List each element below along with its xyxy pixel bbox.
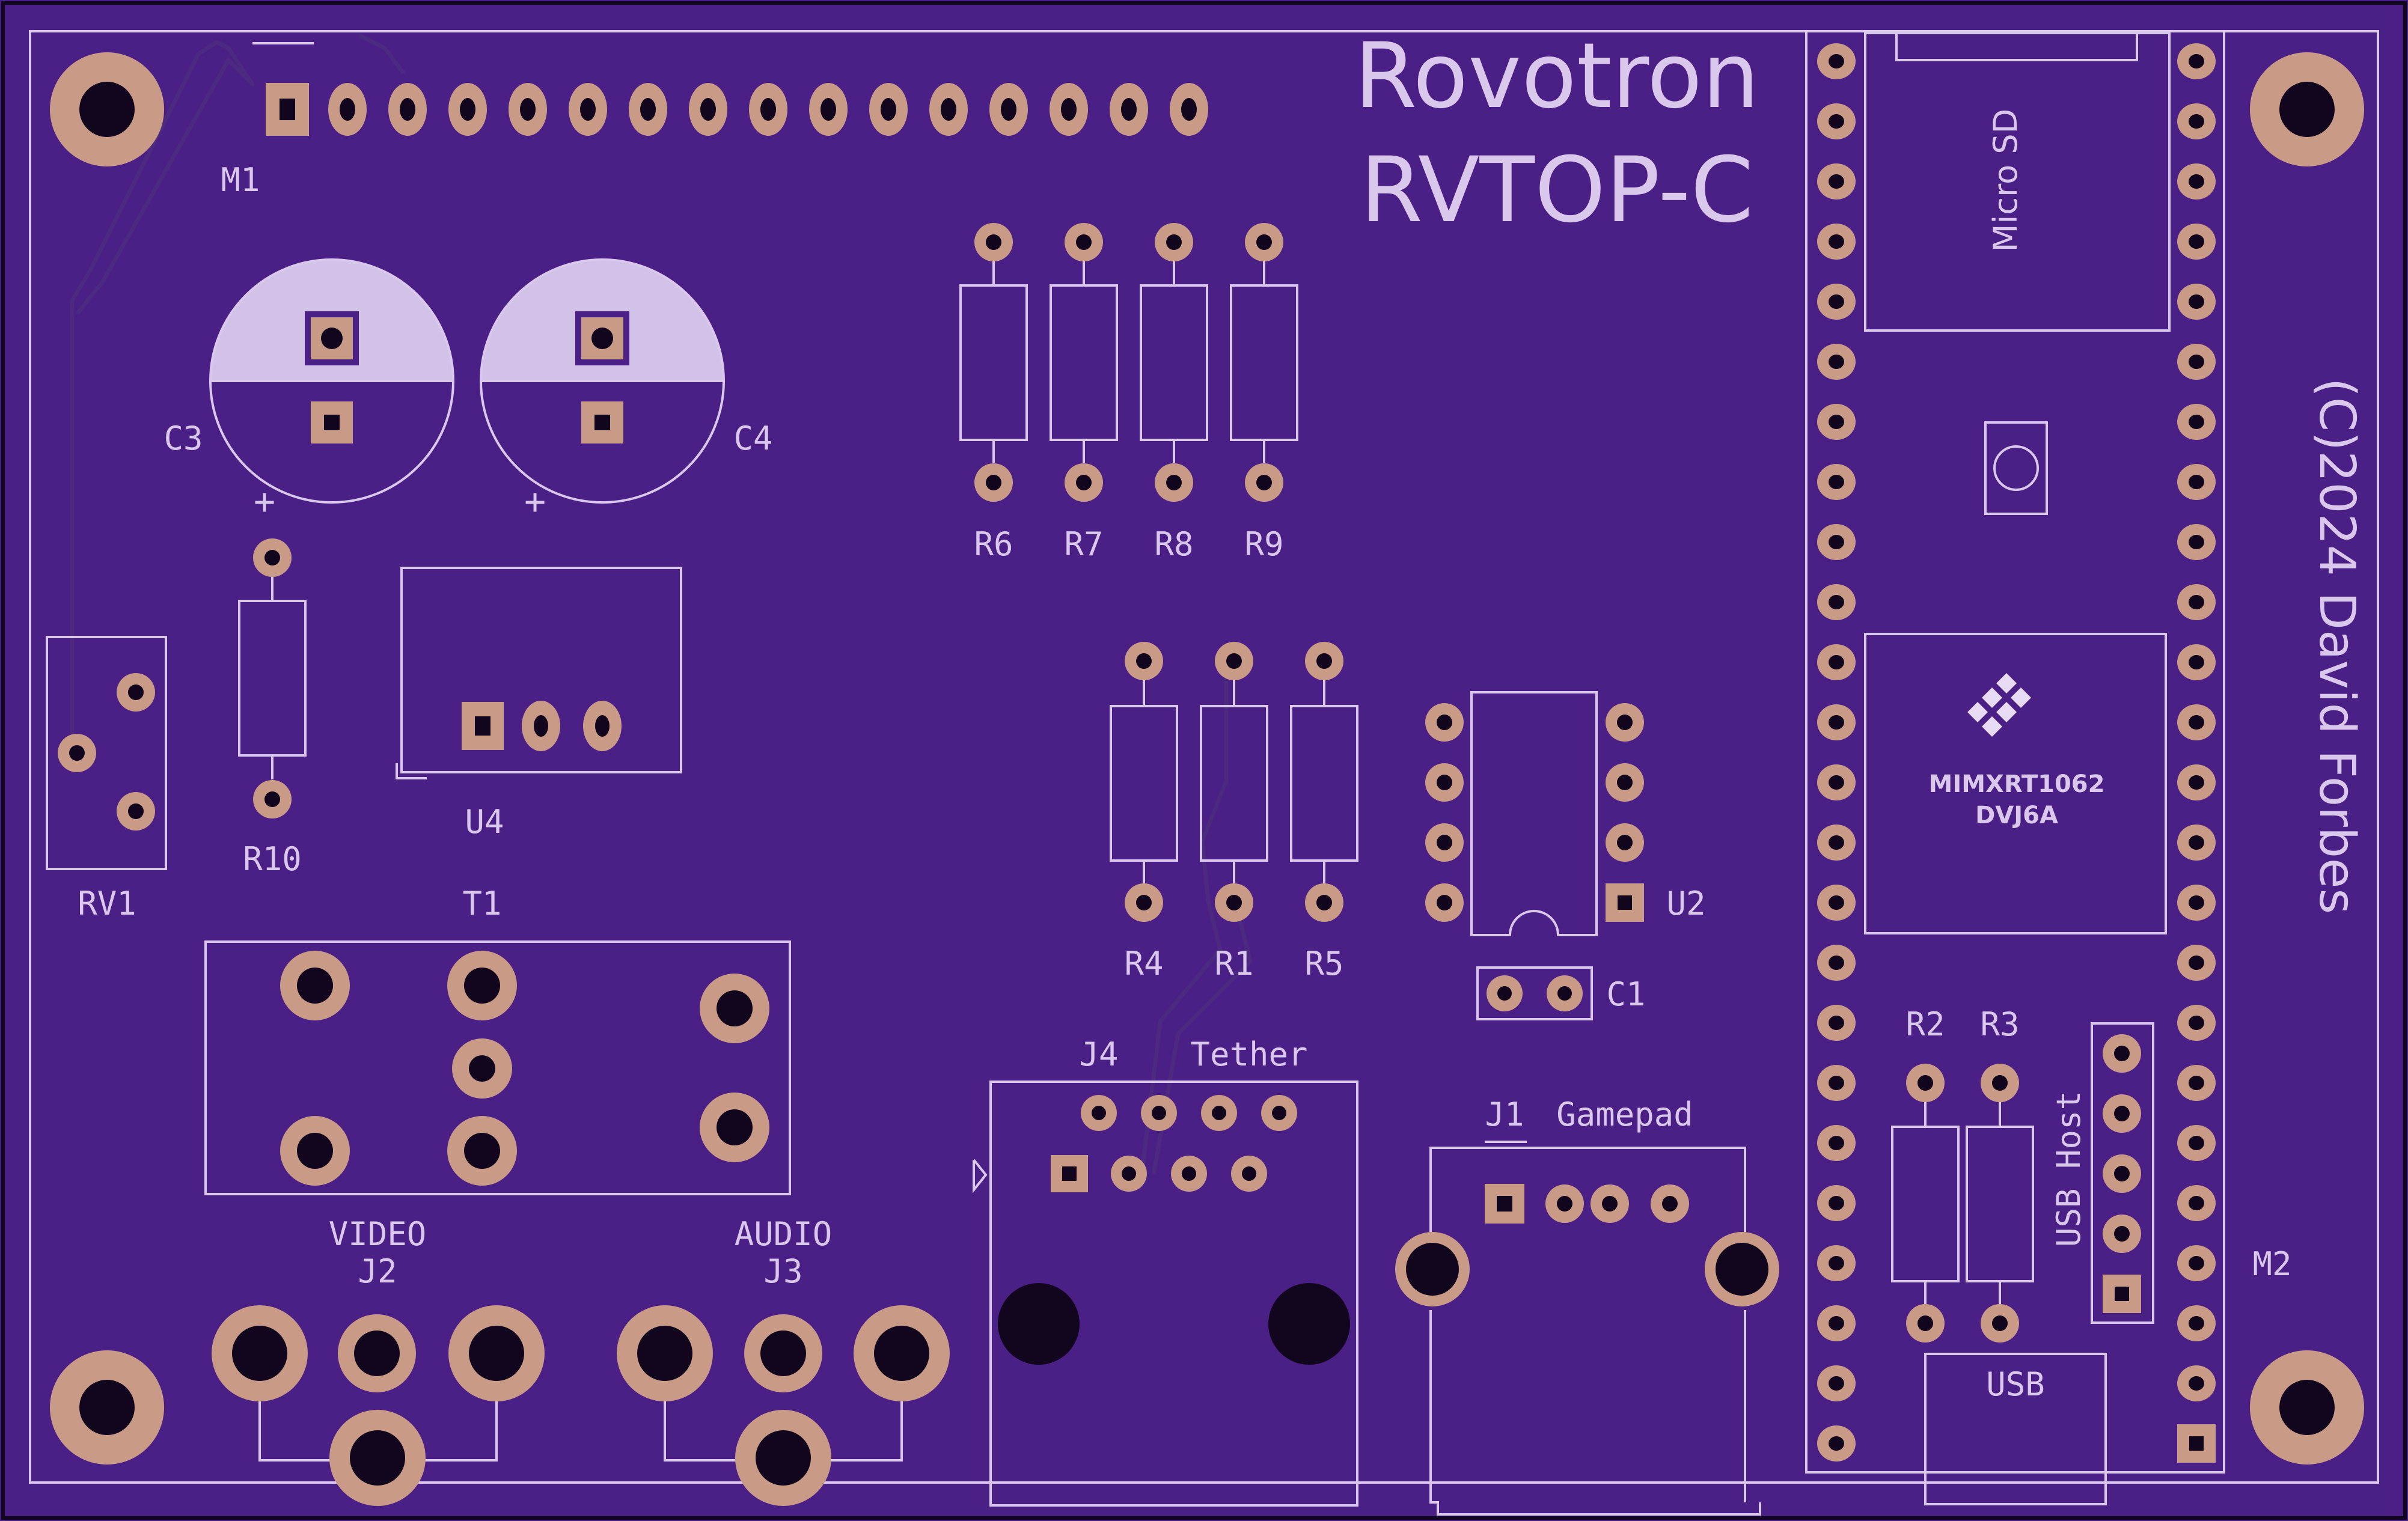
connector-j4-tether: J4 Tether xyxy=(973,1035,1358,1507)
r6-label: R6 xyxy=(974,525,1013,563)
capacitor-c1: C1 xyxy=(1476,966,1646,1020)
c4-plus-mark: + xyxy=(524,481,546,523)
usb-host-label: USB Host xyxy=(2050,1091,2088,1247)
j3-name: AUDIO xyxy=(735,1215,833,1253)
rv1-label: RV1 xyxy=(78,885,136,922)
connector-j2-video: VIDEO J2 xyxy=(212,1215,545,1506)
usb-label: USB xyxy=(1986,1365,2045,1403)
j3-label: J3 xyxy=(763,1252,802,1290)
resistor-r6: R6 xyxy=(959,223,1028,563)
traces xyxy=(70,34,1253,1174)
u4-label: U4 xyxy=(465,803,504,841)
transformer-t1: T1 xyxy=(204,885,791,1195)
resistor-r3: R3 xyxy=(1966,1005,2034,1343)
r2-label: R2 xyxy=(1905,1005,1945,1043)
board-title-line2: RVTOP-C xyxy=(1360,138,1753,243)
c1-label: C1 xyxy=(1606,975,1645,1013)
resistor-r1: R1 xyxy=(1200,642,1268,983)
connector-j3-audio: AUDIO J3 xyxy=(617,1215,950,1506)
resistor-r8: R8 xyxy=(1140,223,1208,563)
resistor-r2: R2 xyxy=(1891,1005,1960,1343)
module-m2: Micro SD MIMXRT1062 DVJ6A R2 R3 xyxy=(1805,30,2292,1505)
resistor-r9: R9 xyxy=(1230,223,1298,563)
mounting-holes xyxy=(50,52,2364,1465)
connector-j1-gamepad: J1 Gamepad xyxy=(1395,1096,1779,1516)
board-title-line1: Rovotron xyxy=(1354,24,1759,129)
r5-label: R5 xyxy=(1304,945,1343,983)
m1-header: M1 xyxy=(221,42,1208,199)
m2-label: M2 xyxy=(2252,1245,2291,1283)
r3-label: R3 xyxy=(1980,1005,2019,1043)
j2-label: J2 xyxy=(358,1252,397,1290)
capacitor-c4: + C4 xyxy=(480,258,773,523)
t1-label: T1 xyxy=(462,885,501,922)
r9-label: R9 xyxy=(1244,525,1283,563)
j2-name: VIDEO xyxy=(329,1215,427,1253)
j1-name: Gamepad xyxy=(1556,1096,1693,1133)
usb-host-header: USB Host xyxy=(2050,1022,2154,1324)
c3-label: C3 xyxy=(163,419,203,457)
c3-plus-mark: + xyxy=(254,481,275,523)
trimpot-rv1: RV1 xyxy=(46,636,167,922)
capacitor-c3: + C3 xyxy=(163,258,454,523)
u2-label: U2 xyxy=(1666,885,1705,922)
chip-line1: MIMXRT1062 xyxy=(1929,770,2105,798)
nxp-logo-icon xyxy=(1967,673,2031,737)
resistor-r4: R4 xyxy=(1110,642,1178,983)
resistor-r5: R5 xyxy=(1290,642,1358,983)
copyright-text: (C)2024 David Forbes xyxy=(2308,378,2365,914)
resistor-r7: R7 xyxy=(1050,223,1118,563)
r10-label: R10 xyxy=(243,840,302,878)
r1-label: R1 xyxy=(1214,945,1253,983)
board-outline xyxy=(29,30,2379,1484)
r8-label: R8 xyxy=(1154,525,1193,563)
c4-label: C4 xyxy=(733,419,772,457)
r4-label: R4 xyxy=(1124,945,1163,983)
regulator-u4: U4 xyxy=(396,567,682,841)
j1-label: J1 xyxy=(1485,1096,1524,1133)
j4-label: J4 xyxy=(1079,1035,1118,1073)
ic-u2: U2 xyxy=(1425,691,1706,936)
j4-name: Tether xyxy=(1190,1035,1307,1073)
micro-sd-label: Micro SD xyxy=(1987,109,2024,252)
resistor-r10: R10 xyxy=(238,538,307,878)
r7-label: R7 xyxy=(1064,525,1103,563)
chip-line2: DVJ6A xyxy=(1975,802,2058,829)
m1-label: M1 xyxy=(221,161,260,199)
